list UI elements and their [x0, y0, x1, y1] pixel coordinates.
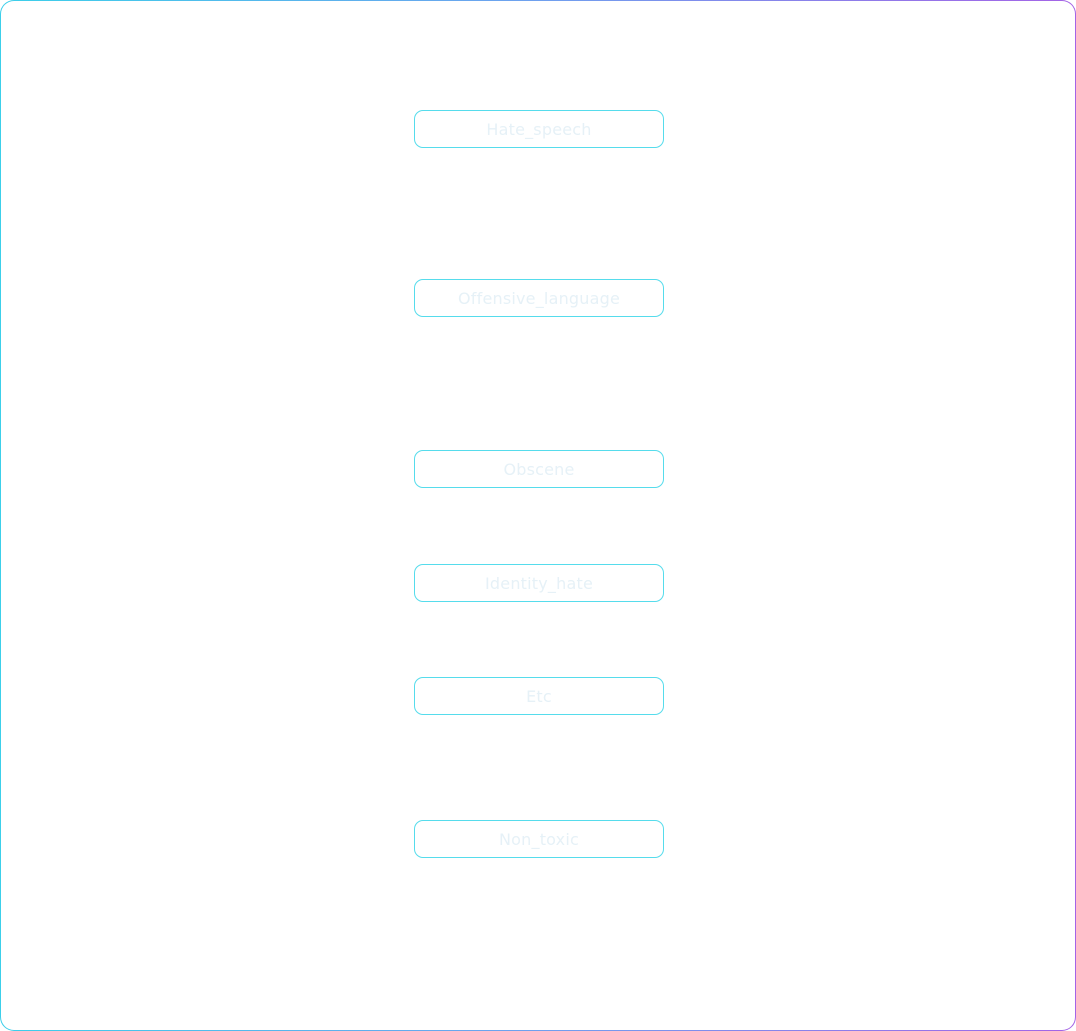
category-button-identity-hate[interactable]: Identity_hate [414, 564, 664, 602]
category-label: Obscene [503, 459, 575, 479]
category-label: Non_toxic [499, 829, 579, 849]
category-label: Offensive_language [457, 288, 621, 308]
category-button-non-toxic[interactable]: Non_toxic [414, 820, 664, 858]
category-label: Etc [526, 686, 552, 706]
category-label: Hate_speech [486, 119, 592, 139]
category-label: Identity_hate [485, 573, 593, 593]
category-button-etc[interactable]: Etc [414, 677, 664, 715]
category-button-obscene[interactable]: Obscene [414, 450, 664, 488]
category-button-offensive-language[interactable]: Offensive_language [414, 279, 664, 317]
category-button-hate-speech[interactable]: Hate_speech [414, 110, 664, 148]
